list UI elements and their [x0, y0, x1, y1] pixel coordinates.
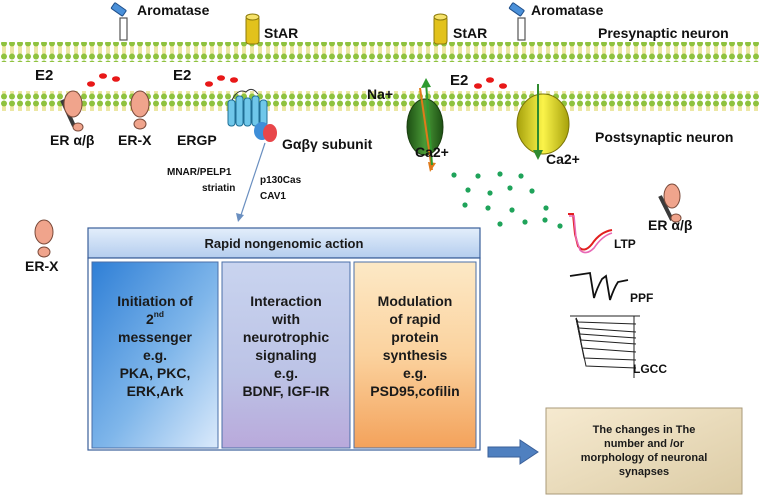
- panel-2-line-1: Interaction: [250, 293, 322, 310]
- presynaptic-label: Presynaptic neuron: [598, 25, 729, 41]
- ltp-trace: [568, 213, 613, 254]
- na-label: Na+: [367, 86, 394, 102]
- lgcc-trace: [570, 315, 640, 378]
- mnar-label: MNAR/PELP1: [167, 167, 232, 178]
- cav1-label: CAV1: [260, 191, 286, 202]
- er-x-left-label: ER-X: [25, 258, 59, 274]
- panel-initiation: Initiation of 2nd messenger e.g. PKA, PK…: [92, 262, 218, 432]
- e2-molecules: [87, 73, 507, 89]
- signal-arrow-head: [236, 213, 244, 222]
- aromatase-left-label: Aromatase: [137, 2, 210, 18]
- panel-3-bg: [353, 261, 477, 449]
- panel-1-line-5: PKA, PKC,: [119, 364, 191, 381]
- er-ab-left-receptor: [60, 90, 84, 132]
- star-right-icon: [433, 13, 448, 45]
- panel-3-line-5: e.g.: [402, 364, 428, 381]
- postsynaptic-label: Postsynaptic neuron: [595, 129, 734, 145]
- changes-line-4: synapses: [618, 466, 670, 479]
- changes-box: The changes in The number and /or morpho…: [546, 408, 742, 494]
- panel-3-line-2: of rapid: [389, 311, 441, 328]
- ltp-label: LTP: [614, 237, 636, 251]
- changes-line-1: The changes in The: [592, 423, 696, 436]
- ppf-label: PPF: [630, 291, 654, 305]
- gabg-label: Gαβγ subunit: [282, 136, 373, 152]
- panel-3-line-1: Modulation: [377, 293, 453, 310]
- panel-1-line-3: messenger: [118, 329, 192, 346]
- presynaptic-membrane: [0, 42, 761, 62]
- ca-right-label: Ca2+: [546, 151, 580, 167]
- p130-label: p130Cas: [260, 175, 302, 186]
- panel-1-bg: [91, 261, 219, 449]
- star-left-icon: [245, 13, 260, 45]
- ergp-receptor-icon: [227, 88, 277, 142]
- er-ab-right-label: ER α/β: [648, 217, 693, 233]
- aromatase-right-label: Aromatase: [531, 2, 604, 18]
- panel-1-ordinal-suffix: nd: [153, 309, 165, 320]
- e2-left-label: E2: [35, 67, 54, 84]
- na-channel: [406, 78, 444, 172]
- e2-right-label: E2: [450, 72, 469, 89]
- rapid-title-box: [87, 227, 481, 259]
- panel-1-line-4: e.g.: [142, 347, 168, 363]
- striatin-label: striatin: [202, 183, 236, 194]
- ca-ions: [451, 171, 563, 229]
- er-ab-right-receptor: [658, 183, 682, 223]
- signal-arrow: [239, 142, 266, 219]
- ppf-trace: [569, 271, 629, 301]
- panel-1-ordinal: 2: [145, 311, 154, 328]
- panel-2-bg: [221, 261, 351, 449]
- rapid-title: Rapid nongenomic action: [88, 228, 480, 258]
- ca-channel: [516, 84, 570, 160]
- star-left-label: StAR: [264, 25, 299, 41]
- panel-1-line-6: ERK,Ark: [126, 382, 184, 399]
- star-right-label: StAR: [453, 25, 488, 41]
- er-x-top-label: ER-X: [118, 132, 152, 148]
- panel-2-line-5: e.g.: [273, 364, 299, 381]
- changes-line-3: morphology of neuronal: [580, 452, 708, 464]
- panel-3-line-6: PSD95,cofilin: [370, 382, 460, 399]
- er-x-left-receptor: [34, 219, 54, 258]
- e2-mid-label: E2: [173, 67, 192, 84]
- panel-2-line-3: neurotrophic: [242, 329, 330, 346]
- panel-modulation: Modulation of rapid protein synthesis e.…: [354, 262, 476, 432]
- postsynaptic-membrane: [0, 91, 761, 111]
- ergp-label: ERGP: [177, 132, 217, 148]
- aromatase-left-icon: [110, 2, 128, 41]
- panel-2-line-6: BDNF, IGF-IR: [242, 382, 330, 399]
- ca-left-label: Ca2+: [415, 144, 449, 160]
- changes-box-bg: [545, 407, 743, 495]
- panel-2-line-4: signaling: [255, 347, 317, 363]
- outcome-arrow: [487, 439, 539, 465]
- panel-3-line-4: synthesis: [382, 347, 448, 363]
- aromatase-right-icon: [508, 2, 526, 41]
- panel-3-line-3: protein: [391, 329, 439, 346]
- panel-2-line-2: with: [272, 311, 300, 328]
- er-x-top-receptor: [130, 90, 150, 130]
- rapid-title-text: Rapid nongenomic action: [204, 235, 364, 251]
- er-ab-left-label: ER α/β: [50, 132, 95, 148]
- panel-1-line-2: 2nd: [145, 309, 165, 329]
- panel-interaction: Interaction with neurotrophic signaling …: [222, 262, 350, 432]
- lgcc-label: LGCC: [633, 362, 667, 376]
- changes-line-2: number and /or: [603, 437, 685, 450]
- panel-1-line-1: Initiation of: [117, 293, 193, 310]
